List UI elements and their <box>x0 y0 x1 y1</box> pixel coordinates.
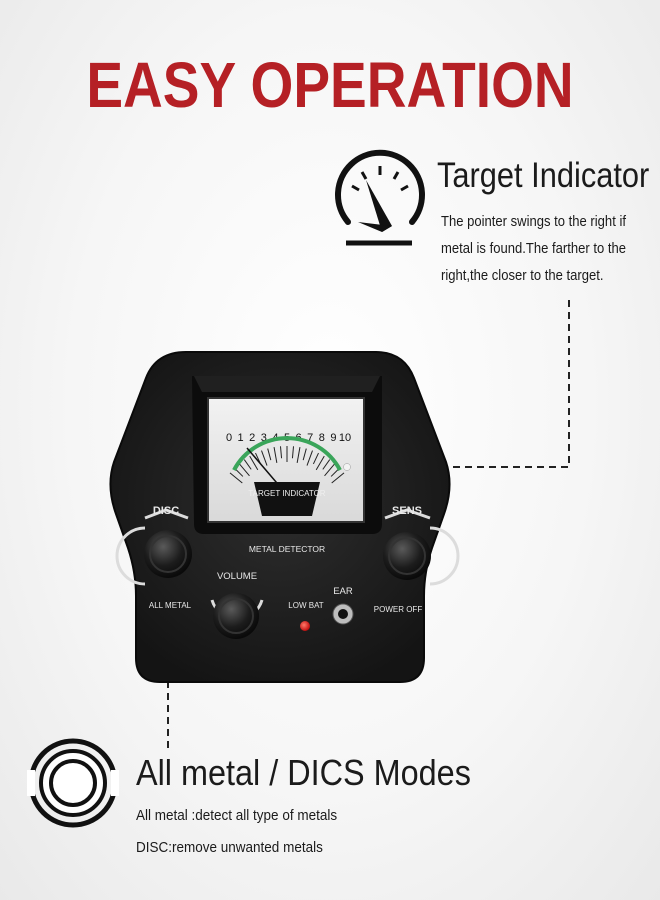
meter-tick <box>306 450 313 466</box>
meter-tick <box>315 455 325 471</box>
meter-label: TARGET INDICATOR <box>248 489 325 498</box>
meter-tick <box>280 446 283 459</box>
meter-scale-number: 10 <box>339 432 351 444</box>
meter-ticks <box>229 446 345 484</box>
meter-tick <box>243 459 252 470</box>
modes-heading: All metal / DICS Modes <box>136 752 471 793</box>
meter-tick <box>229 472 243 484</box>
target-indicator-line: right,the closer to the target. <box>441 268 604 284</box>
volume-knob[interactable]: VOLUME <box>210 571 264 639</box>
meter-screw <box>343 463 351 471</box>
meter-tick <box>312 452 319 465</box>
modes-description: All metal :detect all type of metals DIS… <box>136 800 337 864</box>
modes-line: DISC:remove unwanted metals <box>136 839 323 856</box>
led-icon <box>300 621 310 631</box>
meter-tick <box>273 447 278 463</box>
low-battery-indicator: LOW BAT <box>288 601 324 631</box>
meter-green-arc <box>232 436 342 471</box>
meter-tick <box>331 472 345 484</box>
disc-knob[interactable]: DISC ALL METAL <box>115 505 192 610</box>
meter-tick <box>291 446 294 459</box>
low-bat-label: LOW BAT <box>288 601 324 610</box>
meter-scale-number: 3 <box>261 432 267 444</box>
meter-tick <box>249 455 259 471</box>
jack-hole-icon <box>338 609 348 619</box>
modes-line: All metal :detect all type of metals <box>136 807 338 824</box>
brand-label: METAL DETECTOR <box>249 544 325 554</box>
page-title: EASY OPERATION <box>86 49 574 121</box>
all-metal-label: ALL METAL <box>149 601 192 610</box>
power-off-label: POWER OFF <box>374 605 423 614</box>
meter-tick <box>322 459 331 470</box>
meter-scale-number: 8 <box>319 432 325 444</box>
target-indicator-description: The pointer swings to the right if metal… <box>441 209 626 290</box>
gauge-icon <box>335 149 425 246</box>
earphone-jack[interactable]: EAR <box>332 586 354 625</box>
meter-scale-number: 0 <box>226 432 232 444</box>
meter-tick <box>267 448 272 461</box>
concentric-rings-icon <box>27 738 119 828</box>
meter-tick <box>238 463 250 477</box>
sens-knob[interactable]: SENS POWER OFF <box>374 505 460 614</box>
meter-tick <box>296 447 301 463</box>
sens-label: SENS <box>392 505 422 517</box>
meter-scale-number: 9 <box>330 432 336 444</box>
meter-scale-number: 7 <box>307 432 313 444</box>
meter-tick <box>324 463 336 477</box>
volume-label: VOLUME <box>217 571 257 582</box>
meter-scale-number: 2 <box>249 432 255 444</box>
disc-label: DISC <box>153 505 179 517</box>
target-indicator-line: The pointer swings to the right if <box>441 214 626 230</box>
target-indicator-heading: Target Indicator <box>437 156 650 195</box>
target-indicator-line: metal is found.The farther to the <box>441 241 626 257</box>
meter-tick <box>302 448 307 461</box>
ear-label: EAR <box>333 586 353 597</box>
meter-tick <box>261 450 268 466</box>
meter-scale-number: 1 <box>238 432 244 444</box>
